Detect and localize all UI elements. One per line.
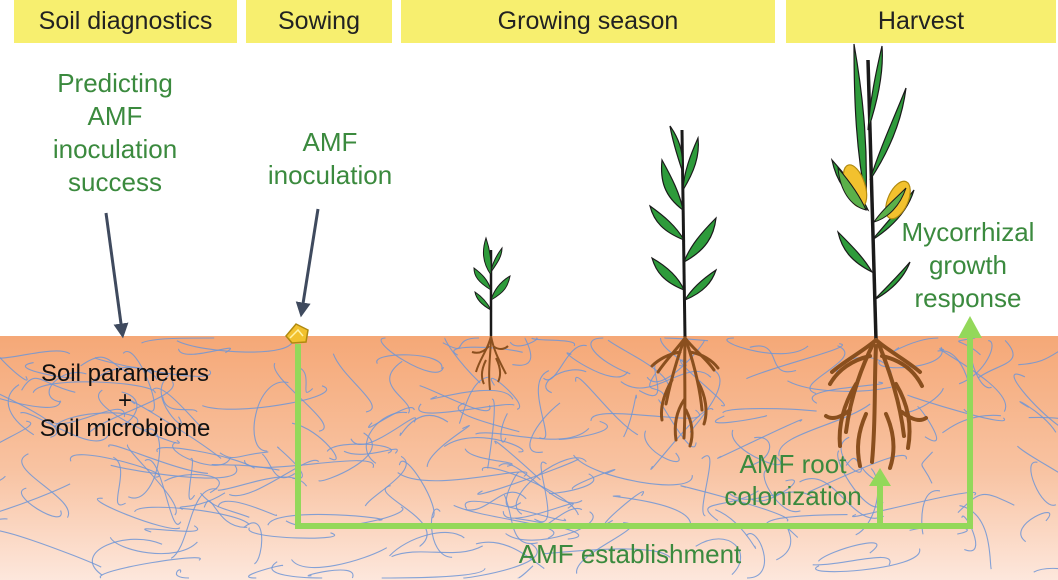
label-line: colonization — [708, 480, 878, 512]
label-line: AMF root — [708, 448, 878, 480]
arrow-to-soil — [106, 213, 122, 331]
label-line: inoculation — [250, 159, 410, 192]
label-predicting-success: Predicting AMF inoculation success — [20, 67, 210, 199]
arrow-to-seed — [302, 209, 318, 310]
label-line: Soil parameters — [10, 356, 240, 391]
label-amf-root-colonization: AMF root colonization — [708, 448, 878, 512]
growth-arrowhead — [958, 316, 982, 338]
label-soil-parameters: Soil parameters + Soil microbiome — [10, 356, 240, 446]
stage-growing-season: Growing season — [401, 0, 775, 43]
label-mycorrhizal-growth-response: Mycorrhizal growth response — [890, 216, 1046, 315]
label-line: AMF — [20, 100, 210, 133]
seed-icon — [286, 324, 308, 343]
stage-sowing: Sowing — [246, 0, 392, 43]
label-amf-inoculation: AMF inoculation — [250, 126, 410, 192]
stage-harvest: Harvest — [786, 0, 1056, 43]
label-line: + — [10, 391, 240, 411]
label-line: Soil microbiome — [10, 411, 240, 446]
label-line: growth — [890, 249, 1046, 282]
label-line: inoculation — [20, 133, 210, 166]
label-line: AMF — [250, 126, 410, 159]
label-line: response — [890, 282, 1046, 315]
label-line: success — [20, 166, 210, 199]
stage-soil-diagnostics: Soil diagnostics — [14, 0, 237, 43]
label-line: Predicting — [20, 67, 210, 100]
label-amf-establishment: AMF establishment — [470, 538, 790, 571]
label-line: Mycorrhizal — [890, 216, 1046, 249]
